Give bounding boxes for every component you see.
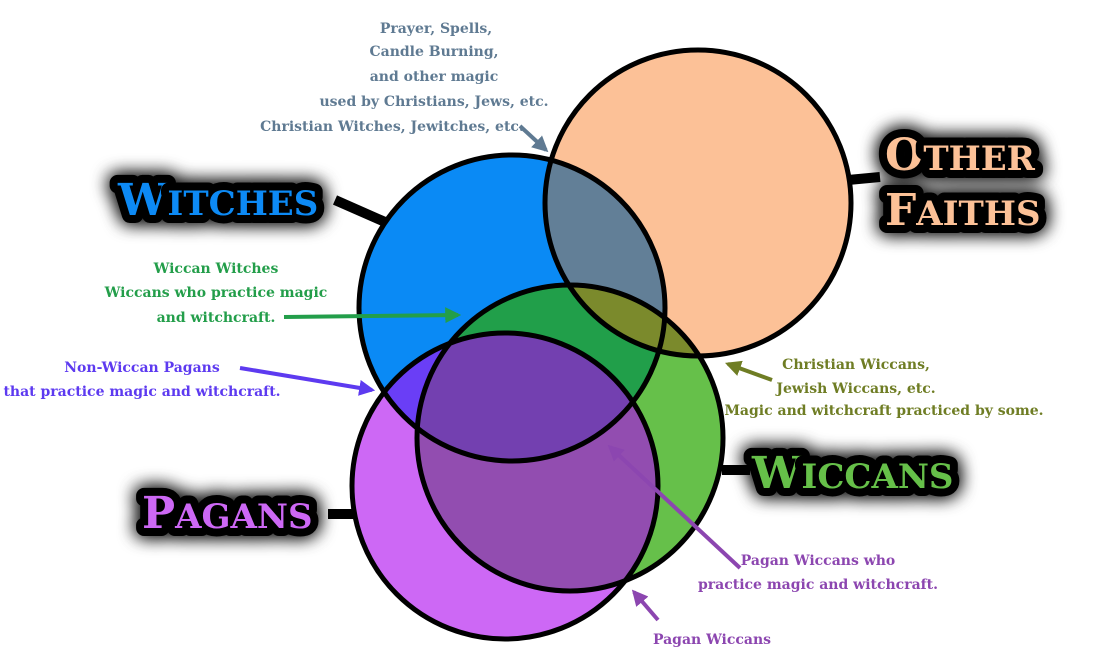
other-label-first: O (885, 130, 923, 181)
witches-other-overlap (545, 155, 665, 356)
witches-other-arrow (518, 124, 549, 153)
other-wiccans-note-1: Christian Wiccans, (782, 357, 930, 373)
center-overlap (417, 333, 658, 461)
witches-other-note-5: Christian Witches, Jewitches, etc. (260, 119, 524, 135)
pagans-outline (349, 330, 661, 642)
witches-label-rest: ITCHES (167, 184, 318, 224)
other-wiccans-note-2: Jewish Wiccans, etc. (774, 381, 935, 397)
witches-label: WITCHES (117, 175, 318, 226)
wiccans-label: WICCANS (751, 448, 953, 499)
pagan-wiccans-magic-note-2: practice magic and witchcraft. (698, 577, 938, 593)
other-wiccans-note-3: Magic and witchcraft practiced by some. (724, 403, 1043, 419)
non-wiccan-pagans-note-1: Non-Wiccan Pagans (64, 360, 220, 376)
wiccan-witches-note-1: Wiccan Witches (153, 261, 279, 277)
pagan-wiccans-magic-note-1: Pagan Wiccans who (741, 553, 896, 569)
pagans-label: PAGANS (142, 488, 313, 539)
wiccan-witches-arrow (283, 307, 462, 324)
other-faiths-label-line2: FAITHS (885, 185, 1041, 236)
non-wiccan-pagans-note-2: that practice magic and witchcraft. (3, 384, 280, 400)
pagan-wiccans-arrow (631, 589, 660, 622)
wiccans-outline (414, 282, 726, 594)
witches-other-note-4: used by Christians, Jews, etc. (320, 94, 549, 110)
pagans-label-rest: AGANS (174, 497, 312, 537)
faiths-label-first: F (885, 185, 916, 236)
wiccan-witches-note-2: Wiccans who practice magic (104, 285, 328, 301)
faiths-label-rest: AITHS (915, 194, 1040, 234)
other-faiths-connector (847, 172, 881, 185)
pagan-wiccans-magic-arrow (607, 444, 742, 570)
wiccans-label-first: W (751, 448, 802, 499)
wiccan-witches-note-3: and witchcraft. (157, 310, 276, 326)
witches-label-first: W (117, 175, 168, 226)
other-label-rest: THER (923, 139, 1035, 179)
witches-other-note-3: and other magic (370, 69, 499, 85)
witches-outline (356, 152, 668, 464)
witches-other-note-2: Candle Burning, (369, 44, 498, 60)
witches-other-note-1: Prayer, Spells, (380, 21, 492, 37)
other-faiths-label-line1: OTHER (885, 130, 1036, 181)
witches-connector (332, 195, 388, 227)
pagan-wiccans-note: Pagan Wiccans (653, 632, 771, 648)
pagans-label-first: P (142, 488, 175, 539)
other-wiccans-arrow (724, 360, 773, 382)
wiccans-label-rest: ICCANS (801, 457, 953, 497)
non-wiccan-pagans-arrow (239, 366, 376, 396)
